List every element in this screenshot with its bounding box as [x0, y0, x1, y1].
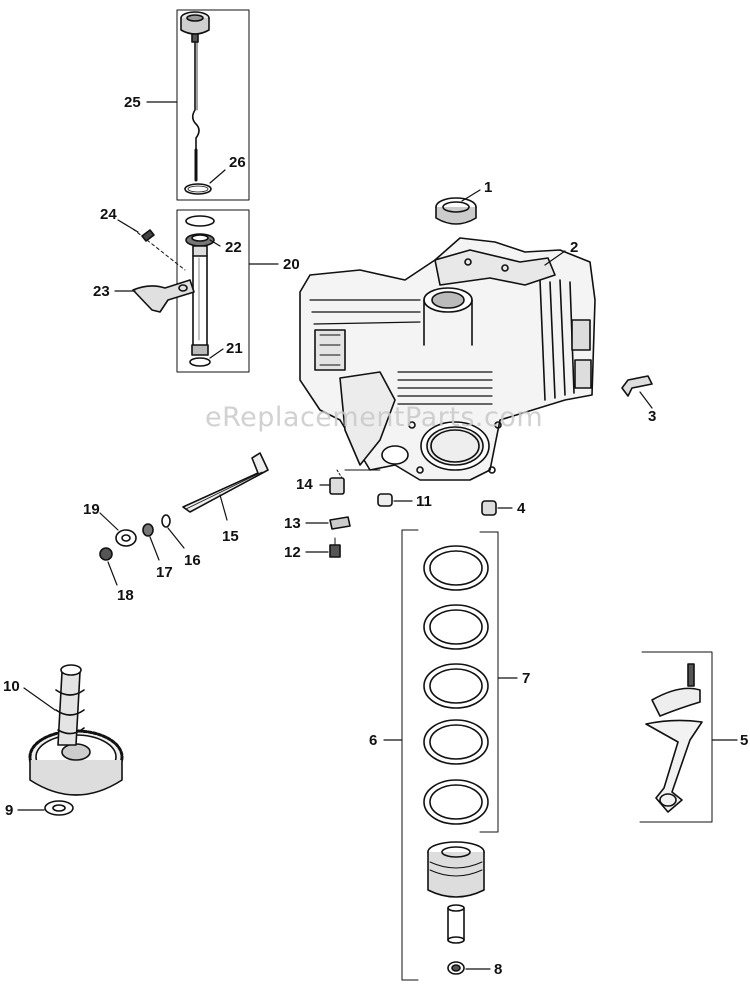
callout-10[interactable]: 10	[3, 678, 20, 695]
callout-5[interactable]: 5	[740, 732, 749, 749]
piston-assembly	[402, 530, 498, 980]
callout-21[interactable]: 21	[226, 340, 243, 357]
governor-shaft	[100, 453, 268, 560]
callout-8[interactable]: 8	[494, 961, 503, 978]
callout-17[interactable]: 17	[156, 564, 173, 581]
connecting-rod	[640, 652, 712, 822]
oil-seal	[436, 198, 476, 224]
crankcase-block	[300, 238, 595, 480]
piston	[428, 842, 484, 974]
dipstick-assembly	[177, 10, 249, 200]
callout-13[interactable]: 13	[284, 515, 301, 532]
small-parts	[330, 470, 496, 557]
camshaft-gear	[30, 665, 122, 815]
dipstick-group-bracket	[177, 10, 249, 200]
dipstick-tube-assembly	[133, 210, 249, 372]
callout-11[interactable]: 11	[416, 493, 432, 510]
callout-23[interactable]: 23	[93, 283, 110, 300]
callout-1[interactable]: 1	[484, 179, 493, 196]
callout-19[interactable]: 19	[83, 501, 100, 518]
watermark: eReplacementParts.com	[205, 402, 544, 433]
callout-25[interactable]: 25	[124, 94, 141, 111]
callout-16[interactable]: 16	[184, 552, 201, 569]
breather-fitting	[622, 376, 652, 396]
callout-22[interactable]: 22	[225, 239, 242, 256]
callout-2[interactable]: 2	[570, 239, 579, 256]
callout-4[interactable]: 4	[517, 500, 526, 517]
callout-14[interactable]: 14	[296, 476, 313, 493]
callout-18[interactable]: 18	[117, 587, 134, 604]
callout-7[interactable]: 7	[522, 670, 531, 687]
callout-26[interactable]: 26	[229, 154, 246, 171]
callout-3[interactable]: 3	[648, 408, 657, 425]
callout-15[interactable]: 15	[222, 528, 239, 545]
callout-9[interactable]: 9	[5, 802, 14, 819]
piston-rings	[424, 546, 488, 824]
callout-6[interactable]: 6	[369, 732, 378, 749]
callout-24[interactable]: 24	[100, 206, 117, 223]
callout-20[interactable]: 20	[283, 256, 300, 273]
leader-lines	[18, 102, 737, 969]
callout-12[interactable]: 12	[284, 544, 301, 561]
